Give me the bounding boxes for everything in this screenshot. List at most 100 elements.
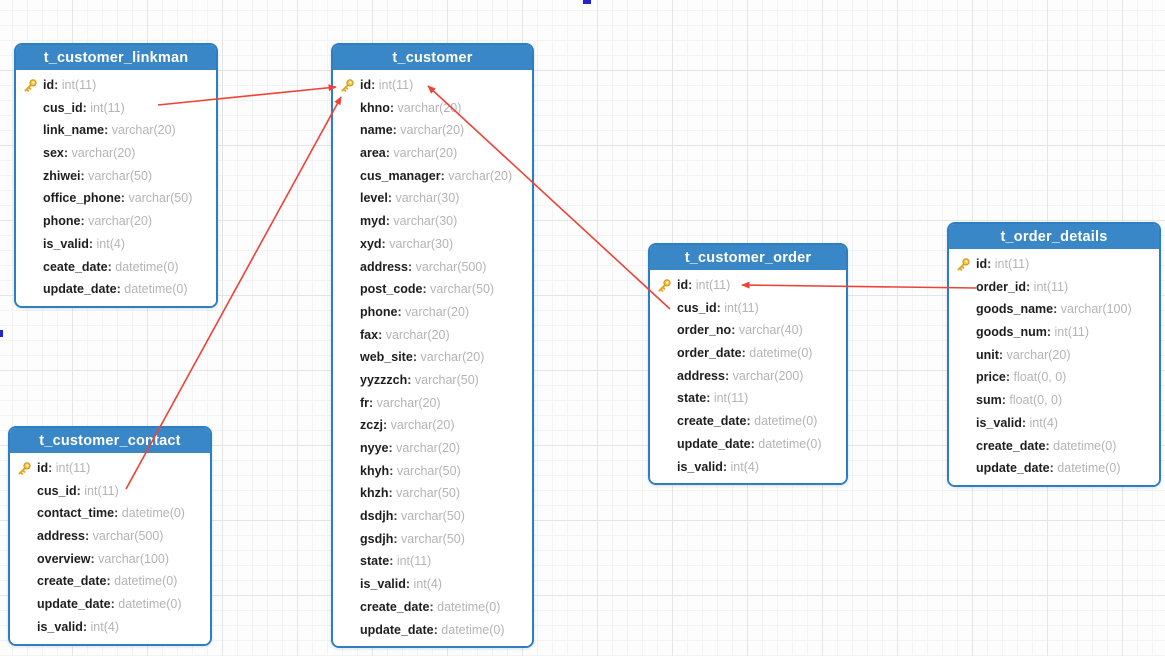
field-row-address[interactable]: address: varchar(200) [650,365,846,388]
field-type: datetime(0) [114,597,182,612]
field-row-order_date[interactable]: order_date: datetime(0) [650,342,846,365]
field-name: myd [360,214,386,229]
field-row-yyzzzch[interactable]: yyzzzch: varchar(50) [333,369,532,392]
field-row-state[interactable]: state: int(11) [333,550,532,573]
field-row-cus_manager[interactable]: cus_manager: varchar(20) [333,165,532,188]
field-row-cus_id[interactable]: cus_id: int(11) [650,297,846,320]
field-separator: : [1026,279,1031,294]
field-separator: : [1001,393,1006,408]
relation-t_customer_order-cus_id-to-t_customer[interactable] [427,85,671,310]
field-row-is_valid[interactable]: is_valid: int(4) [10,616,210,639]
field-row-id[interactable]: id: int(11) [949,253,1159,276]
field-row-update_date[interactable]: update_date: datetime(0) [949,457,1159,480]
field-type: varchar(20) [394,100,462,115]
table-header[interactable]: t_order_details [949,224,1159,249]
field-row-khyh[interactable]: khyh: varchar(50) [333,460,532,483]
field-row-id[interactable]: id: int(11) [650,274,846,297]
field-row-fax[interactable]: fax: varchar(20) [333,324,532,347]
field-name: goods_name [976,302,1054,317]
field-row-goods_num[interactable]: goods_num: int(11) [949,321,1159,344]
table-header[interactable]: t_customer [333,45,532,70]
field-type: varchar(50) [411,372,479,387]
field-row-sum[interactable]: sum: float(0, 0) [949,389,1159,412]
field-name: fax [360,327,379,342]
relation-t_customer_linkman-cus_id-to-t_customer[interactable] [157,84,337,106]
field-separator: : [429,599,434,614]
table-t_order_details[interactable]: t_order_details id: int(11)order_id: int… [947,222,1161,487]
field-row-id[interactable]: id: int(11) [333,74,532,97]
field-separator: : [387,191,392,206]
field-row-myd[interactable]: myd: varchar(30) [333,210,532,233]
field-row-price[interactable]: price: float(0, 0) [949,366,1159,389]
table-t_customer_linkman[interactable]: t_customer_linkman id: int(11)cus_id: in… [14,43,218,308]
relation-t_customer_contact-cus_id-to-t_customer[interactable] [125,96,342,490]
field-row-level[interactable]: level: varchar(30) [333,187,532,210]
relation-t_order_details-order_id-to-t_customer_order[interactable] [741,281,977,289]
field-row-zhiwei[interactable]: zhiwei: varchar(50) [16,165,216,188]
field-row-phone[interactable]: phone: varchar(20) [16,210,216,233]
field-name: price [976,370,1006,385]
field-name: unit [976,347,999,362]
table-header[interactable]: t_customer_contact [10,428,210,453]
table-t_customer_order[interactable]: t_customer_order id: int(11)cus_id: int(… [648,243,848,486]
field-row-gsdjh[interactable]: gsdjh: varchar(50) [333,528,532,551]
field-row-office_phone[interactable]: office_phone: varchar(50) [16,187,216,210]
field-row-web_site[interactable]: web_site: varchar(20) [333,346,532,369]
field-row-order_id[interactable]: order_id: int(11) [949,276,1159,299]
field-row-khzh[interactable]: khzh: varchar(50) [333,482,532,505]
field-row-link_name[interactable]: link_name: varchar(20) [16,119,216,142]
field-separator: : [987,257,992,271]
table-t_customer_contact[interactable]: t_customer_contact id: int(11)cus_id: in… [8,426,212,646]
table-header[interactable]: t_customer_linkman [16,45,216,70]
field-row-create_date[interactable]: create_date: datetime(0) [333,596,532,619]
field-row-overview[interactable]: overview: varchar(100) [10,548,210,571]
field-row-phone[interactable]: phone: varchar(20) [333,301,532,324]
field-row-cus_id[interactable]: cus_id: int(11) [10,480,210,503]
field-type: varchar(20) [401,304,470,319]
field-row-id[interactable]: id: int(11) [16,74,216,97]
field-row-update_date[interactable]: update_date: datetime(0) [333,619,532,642]
field-row-contact_time[interactable]: contact_time: datetime(0) [10,502,210,525]
field-row-is_valid[interactable]: is_valid: int(4) [16,233,216,256]
field-row-post_code[interactable]: post_code: varchar(50) [333,278,532,301]
field-row-update_date[interactable]: update_date: datetime(0) [10,593,210,616]
field-row-id[interactable]: id: int(11) [10,457,210,480]
field-type: datetime(0) [1053,461,1121,476]
field-row-create_date[interactable]: create_date: datetime(0) [650,410,846,433]
field-row-fr[interactable]: fr: varchar(20) [333,392,532,415]
table-t_customer[interactable]: t_customer id: int(11)khno: varchar(20)n… [331,43,534,649]
field-row-is_valid[interactable]: is_valid: int(4) [949,412,1159,435]
field-row-khno[interactable]: khno: varchar(20) [333,97,532,120]
field-row-is_valid[interactable]: is_valid: int(4) [650,456,846,479]
primary-key-icon [22,78,38,94]
field-row-ceate_date[interactable]: ceate_date: datetime(0) [16,256,216,279]
field-row-unit[interactable]: unit: varchar(20) [949,344,1159,367]
field-row-nyye[interactable]: nyye: varchar(20) [333,437,532,460]
field-row-name[interactable]: name: varchar(20) [333,119,532,142]
field-type: varchar(50) [397,531,465,546]
field-row-create_date[interactable]: create_date: datetime(0) [10,570,210,593]
field-separator: : [1049,461,1054,476]
field-type: datetime(0) [120,282,188,297]
field-row-xyd[interactable]: xyd: varchar(30) [333,233,532,256]
field-separator: : [405,577,411,592]
field-row-create_date[interactable]: create_date: datetime(0) [949,435,1159,458]
field-name: id [976,257,988,271]
field-row-address[interactable]: address: varchar(500) [333,256,532,279]
field-row-order_no[interactable]: order_no: varchar(40) [650,319,846,342]
field-row-zczj[interactable]: zczj: varchar(20) [333,414,532,437]
field-row-address[interactable]: address: varchar(500) [10,525,210,548]
field-row-dsdjh[interactable]: dsdjh: varchar(50) [333,505,532,528]
field-row-update_date[interactable]: update_date: datetime(0) [16,278,216,301]
field-row-sex[interactable]: sex: varchar(20) [16,142,216,165]
field-row-is_valid[interactable]: is_valid: int(4) [333,573,532,596]
table-header[interactable]: t_customer_order [650,245,846,270]
field-row-area[interactable]: area: varchar(20) [333,142,532,165]
field-row-goods_name[interactable]: goods_name: varchar(100) [949,298,1159,321]
field-row-update_date[interactable]: update_date: datetime(0) [650,433,846,456]
field-row-state[interactable]: state: int(11) [650,387,846,410]
field-row-cus_id[interactable]: cus_id: int(11) [16,97,216,120]
field-separator: : [724,368,730,383]
field-name: zczj [360,418,383,433]
